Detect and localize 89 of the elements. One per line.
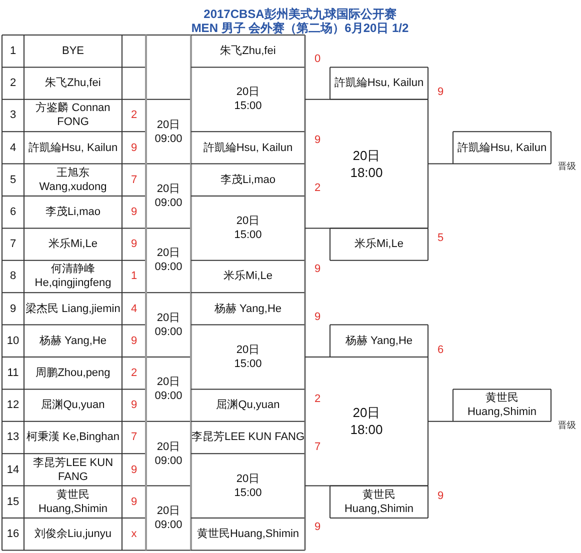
player-name: 杨赫 Yang,He — [345, 334, 413, 348]
match-time: 20日 18:00 — [349, 404, 384, 438]
player-name: 李昆芳LEE KUN FANG — [191, 430, 305, 444]
score: 9 — [130, 237, 138, 252]
score: 9 — [130, 334, 138, 348]
seed-number: 15 — [6, 494, 20, 509]
score: x — [131, 527, 137, 542]
match-time: 20日 15:00 — [233, 472, 263, 500]
score: 2 — [314, 392, 321, 406]
match-time: 20日 09:00 — [154, 375, 184, 404]
match-time: 20日 09:00 — [154, 118, 184, 146]
player-name: 許凱綸Hsu, Kailun — [203, 140, 293, 155]
player-name: 許凱綸Hsu, Kailun — [457, 140, 547, 155]
player-name: 朱飞Zhu,fei — [220, 44, 276, 58]
player-name: 黄世民 Huang,Shimin — [466, 391, 538, 420]
subtitle: MEN 男子 会外赛（第二场）6月20日 1/2 — [191, 20, 409, 36]
seed-number: 7 — [10, 237, 16, 252]
player-name: 米乐Mi,Le — [354, 237, 404, 252]
score: 7 — [314, 440, 321, 454]
score: 7 — [130, 172, 138, 187]
match-time: 20日 09:00 — [154, 504, 184, 532]
player-name: 方鉴麟 Connan FONG — [34, 101, 112, 130]
player-name: 許凱綸Hsu, Kailun — [334, 76, 424, 90]
player-name: 米乐Mi,Le — [48, 237, 98, 252]
seed-number: 1 — [10, 44, 16, 58]
score: 9 — [130, 398, 138, 412]
seed-number: 6 — [10, 205, 16, 220]
score: 0 — [314, 52, 321, 66]
seed-number: 14 — [6, 462, 20, 477]
seed-number: 11 — [7, 366, 19, 380]
player-name: 梁杰民 Liang,jiemin — [26, 302, 120, 316]
score: 9 — [314, 520, 321, 534]
score: 9 — [130, 462, 138, 477]
seed-number: 9 — [10, 302, 16, 316]
player-name: 杨赫 Yang,He — [214, 302, 282, 316]
seed-number: 16 — [6, 527, 20, 542]
player-name: 柯秉漢 Ke,Binghan — [26, 430, 120, 444]
score: 9 — [314, 310, 321, 324]
score: 9 — [437, 489, 444, 503]
player-name: 屈渊Qu,yuan — [216, 398, 280, 412]
match-time: 20日 18:00 — [349, 146, 384, 181]
match-time: 20日 15:00 — [233, 342, 263, 371]
score: 5 — [437, 231, 444, 245]
score: 1 — [130, 269, 138, 284]
match-time: 20日 09:00 — [154, 440, 184, 468]
seed-number: 4 — [10, 140, 16, 155]
match-time: 20日 09:00 — [154, 310, 184, 339]
advance-note: 晋级 — [558, 160, 576, 172]
title: 2017CBSA彭州美式九球国际公开赛 — [204, 6, 396, 22]
match-time: 20日 15:00 — [233, 214, 263, 242]
match-time: 20日 15:00 — [233, 85, 263, 114]
score: 4 — [130, 302, 138, 316]
score: 9 — [130, 140, 138, 155]
player-name: 杨赫 Yang,He — [39, 334, 107, 348]
player-name: BYE — [62, 44, 84, 58]
score: 7 — [130, 430, 138, 444]
score: 2 — [130, 108, 138, 122]
player-name: 許凱綸Hsu, Kailun — [28, 140, 118, 155]
player-name: 李昆芳LEE KUN FANG — [32, 456, 114, 484]
score: 9 — [314, 262, 321, 276]
advance-note: 晋级 — [558, 418, 576, 432]
match-time: 20日 09:00 — [154, 182, 184, 210]
player-name: 米乐Mi,Le — [224, 269, 272, 284]
score: 9 — [314, 133, 321, 147]
score: 2 — [314, 181, 321, 195]
match-time: 20日 09:00 — [154, 246, 184, 274]
seed-number: 2 — [10, 76, 16, 90]
seed-number: 3 — [10, 108, 16, 122]
seed-number: 10 — [6, 334, 20, 348]
seed-number: 12 — [6, 398, 20, 412]
score: 2 — [130, 366, 138, 380]
player-name: 黄世民 Huang,Shimin — [37, 488, 109, 516]
seed-number: 8 — [10, 269, 16, 284]
player-name: 屈渊Qu,yuan — [41, 398, 105, 412]
score: 9 — [437, 85, 444, 99]
player-name: 王旭东 Wang,xudong — [38, 166, 108, 194]
score: 9 — [130, 205, 138, 220]
player-name: 李茂Li,mao — [45, 205, 101, 220]
player-name: 黄世民 Huang,Shimin — [343, 488, 415, 516]
player-name: 李茂Li,mao — [220, 172, 276, 187]
seed-number: 5 — [10, 172, 16, 187]
player-name: 周鹏Zhou,peng — [36, 366, 110, 380]
score: 9 — [130, 494, 138, 509]
player-name: 何清静峰 He,qingjingfeng — [34, 262, 112, 290]
seed-number: 13 — [6, 430, 20, 444]
player-name: 刘俊余Liu,junyu — [34, 527, 112, 542]
player-name: 黄世民Huang,Shimin — [196, 527, 300, 542]
player-name: 朱飞Zhu,fei — [45, 76, 101, 90]
score: 6 — [437, 343, 444, 357]
